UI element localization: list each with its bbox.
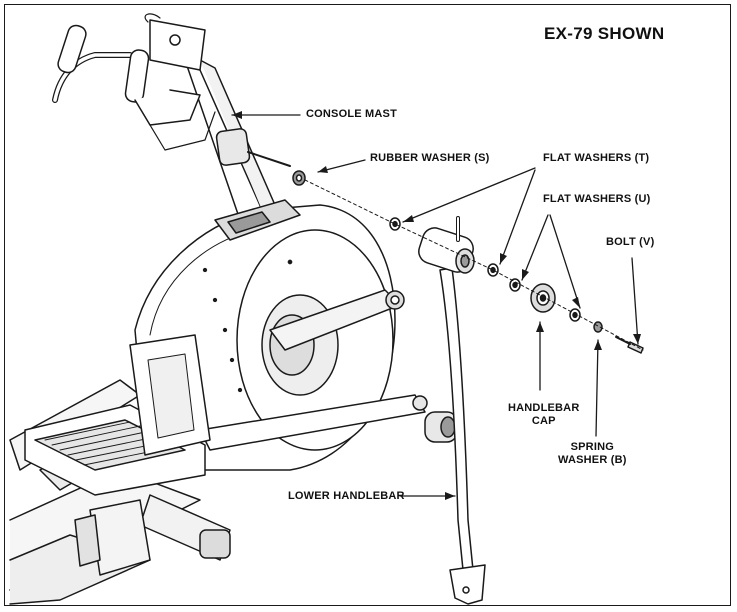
hardware-stack [292,170,644,354]
label-handlebar-cap-line2: CAP [531,415,556,427]
label-flat-washers-u: FLAT WASHERS (U) [543,193,651,205]
label-console-mast: CONSOLE MAST [306,108,398,120]
linkage-arm [199,289,458,451]
label-handlebar-cap-line1: HANDLEBAR [508,402,580,414]
console-mast [184,59,301,241]
label-spring-washer: SPRING WASHER (B) [558,441,627,467]
label-rubber-washer: RUBBER WASHER (S) [370,152,490,164]
label-bolt: BOLT (V) [606,236,655,248]
assembly-axis-line [304,179,644,351]
base-frame [9,469,231,605]
label-handlebar-cap: HANDLEBAR CAP [508,402,579,428]
label-spring-washer-line2: WASHER (B) [558,454,627,466]
diagram-title: EX-79 SHOWN [544,24,665,43]
leader-lines [231,114,639,497]
label-lower-handlebar: LOWER HANDLEBAR [288,490,405,502]
leader-arrowheads [232,111,641,500]
pedal-platform [24,334,211,496]
lower-handlebar-part [418,216,486,605]
label-spring-washer-line1: SPRING [570,441,614,453]
upper-handlebars [52,13,216,151]
label-flat-washers-t: FLAT WASHERS (T) [543,152,650,164]
